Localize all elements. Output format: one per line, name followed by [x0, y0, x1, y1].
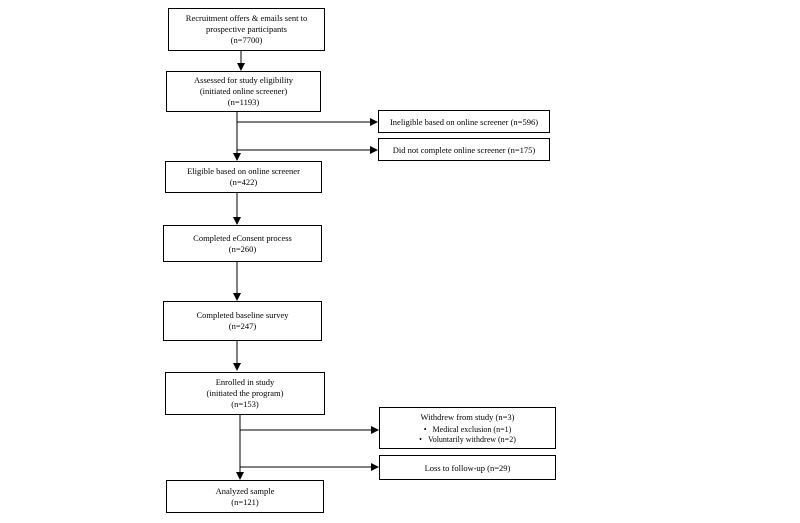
withdrew-box: Withdrew from study (n=3) Medical exclus… — [379, 407, 556, 449]
econsent-box: Completed eConsent process (n=260) — [163, 225, 322, 262]
analyzed-line1: Analyzed sample — [215, 485, 275, 496]
assessed-box: Assessed for study eligibility (initiate… — [166, 71, 321, 112]
enrolled-box: Enrolled in study (initiated the program… — [165, 372, 325, 415]
analyzed-box: Analyzed sample (n=121) — [166, 480, 324, 513]
ineligible-label: Ineligible based on online screener (n=5… — [389, 116, 539, 127]
withdrew-title: Withdrew from study (n=3) — [420, 411, 515, 422]
recruitment-line1: Recruitment offers & emails sent to — [185, 13, 308, 23]
analyzed-count: (n=121) — [231, 496, 259, 507]
baseline-count: (n=247) — [228, 321, 257, 331]
eligible-count: (n=422) — [229, 177, 258, 187]
enrolled-line1: Enrolled in study — [215, 377, 275, 387]
ineligible-box: Ineligible based on online screener (n=5… — [378, 110, 550, 133]
econsent-count: (n=260) — [228, 243, 257, 254]
withdrew-reasons: Medical exclusion (n=1) Voluntarily with… — [419, 425, 516, 445]
baseline-box: Completed baseline survey (n=247) — [163, 301, 322, 341]
enrolled-count: (n=153) — [231, 399, 259, 409]
assessed-line1: Assessed for study eligibility — [194, 75, 293, 85]
notcompleted-box: Did not complete online screener (n=175) — [378, 138, 550, 161]
assessed-line2: (initiated online screener) — [199, 86, 288, 96]
withdrew-reason-item: Voluntarily withdrew (n=2) — [419, 435, 516, 445]
notcompleted-label: Did not complete online screener (n=175) — [392, 144, 536, 155]
recruitment-box: Recruitment offers & emails sent to pros… — [168, 8, 325, 51]
assessed-count: (n=1193) — [227, 97, 260, 107]
econsent-line1: Completed eConsent process — [193, 232, 292, 243]
recruitment-line2: prospective participants — [206, 24, 287, 34]
enrolled-line2: (initiated the program) — [206, 388, 284, 398]
baseline-line1: Completed baseline survey — [196, 310, 289, 320]
loss-box: Loss to follow-up (n=29) — [379, 455, 556, 480]
eligible-box: Eligible based on online screener (n=422… — [165, 161, 322, 193]
loss-label: Loss to follow-up (n=29) — [424, 462, 511, 473]
withdrew-reason-item: Medical exclusion (n=1) — [419, 425, 516, 435]
eligible-line1: Eligible based on online screener — [187, 166, 300, 176]
recruitment-count: (n=7700) — [230, 35, 263, 45]
